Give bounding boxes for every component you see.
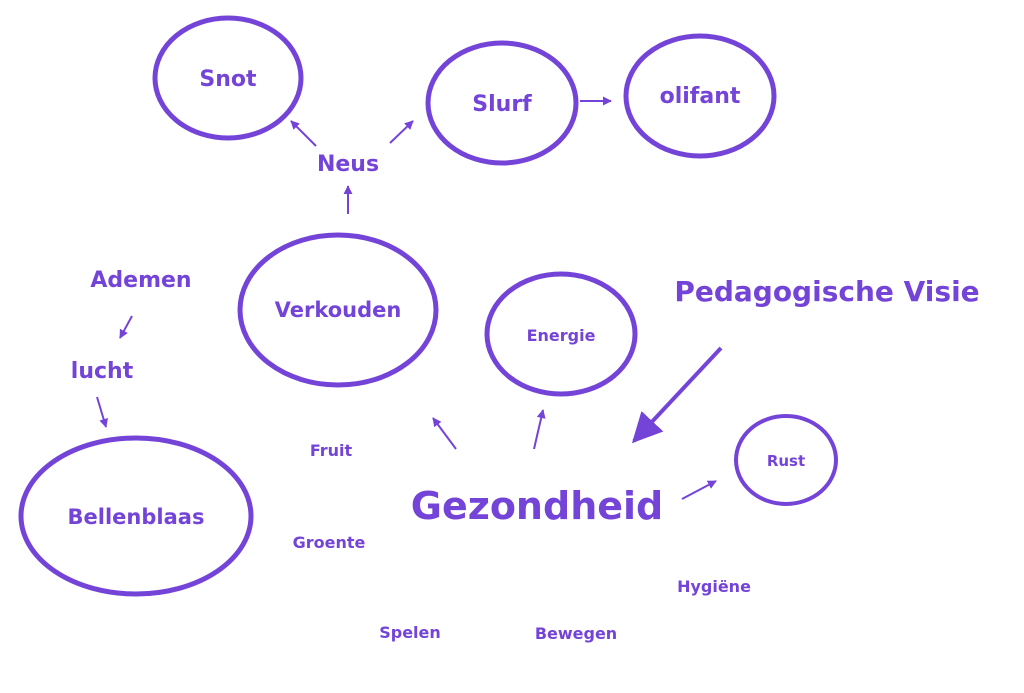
label-slurf: Slurf <box>472 92 532 117</box>
word-ademen: Ademen <box>90 268 191 293</box>
label-bellenblaas: Bellenblaas <box>68 505 205 529</box>
word-groente: Groente <box>293 533 366 552</box>
circle-energie <box>484 271 638 397</box>
label-olifant: olifant <box>660 84 741 109</box>
arrow-neus-slurf <box>389 120 414 144</box>
word-lucht: lucht <box>71 359 134 384</box>
circle-slurf <box>425 40 579 166</box>
label-energie: Energie <box>527 326 596 345</box>
label-rust: Rust <box>767 452 805 470</box>
word-hygiene: Hygiëne <box>677 577 751 596</box>
circle-bellenblaas <box>18 435 254 597</box>
word-pedagogische-visie: Pedagogische Visie <box>674 275 979 308</box>
label-verkouden: Verkouden <box>275 298 402 322</box>
word-spelen: Spelen <box>379 623 441 642</box>
word-neus: Neus <box>317 152 379 177</box>
circle-snot <box>152 15 304 141</box>
arrow-gezondheid-verkouden <box>432 417 457 450</box>
arrow-neus-snot <box>290 120 317 147</box>
label-snot: Snot <box>199 67 257 92</box>
arrow-gezondheid-rust <box>681 480 717 500</box>
circle-olifant <box>623 33 777 159</box>
word-bewegen: Bewegen <box>535 624 617 643</box>
word-gezondheid: Gezondheid <box>411 484 664 528</box>
arrow-lucht-bellenblaas <box>96 396 108 428</box>
circle-verkouden <box>237 232 439 388</box>
arrow-ademen-lucht <box>119 315 133 339</box>
arrow-gezondheid-energie <box>533 409 546 450</box>
word-fruit: Fruit <box>310 441 353 460</box>
arrow-visie-gezondheid <box>631 346 723 444</box>
circle-rust <box>734 414 838 506</box>
